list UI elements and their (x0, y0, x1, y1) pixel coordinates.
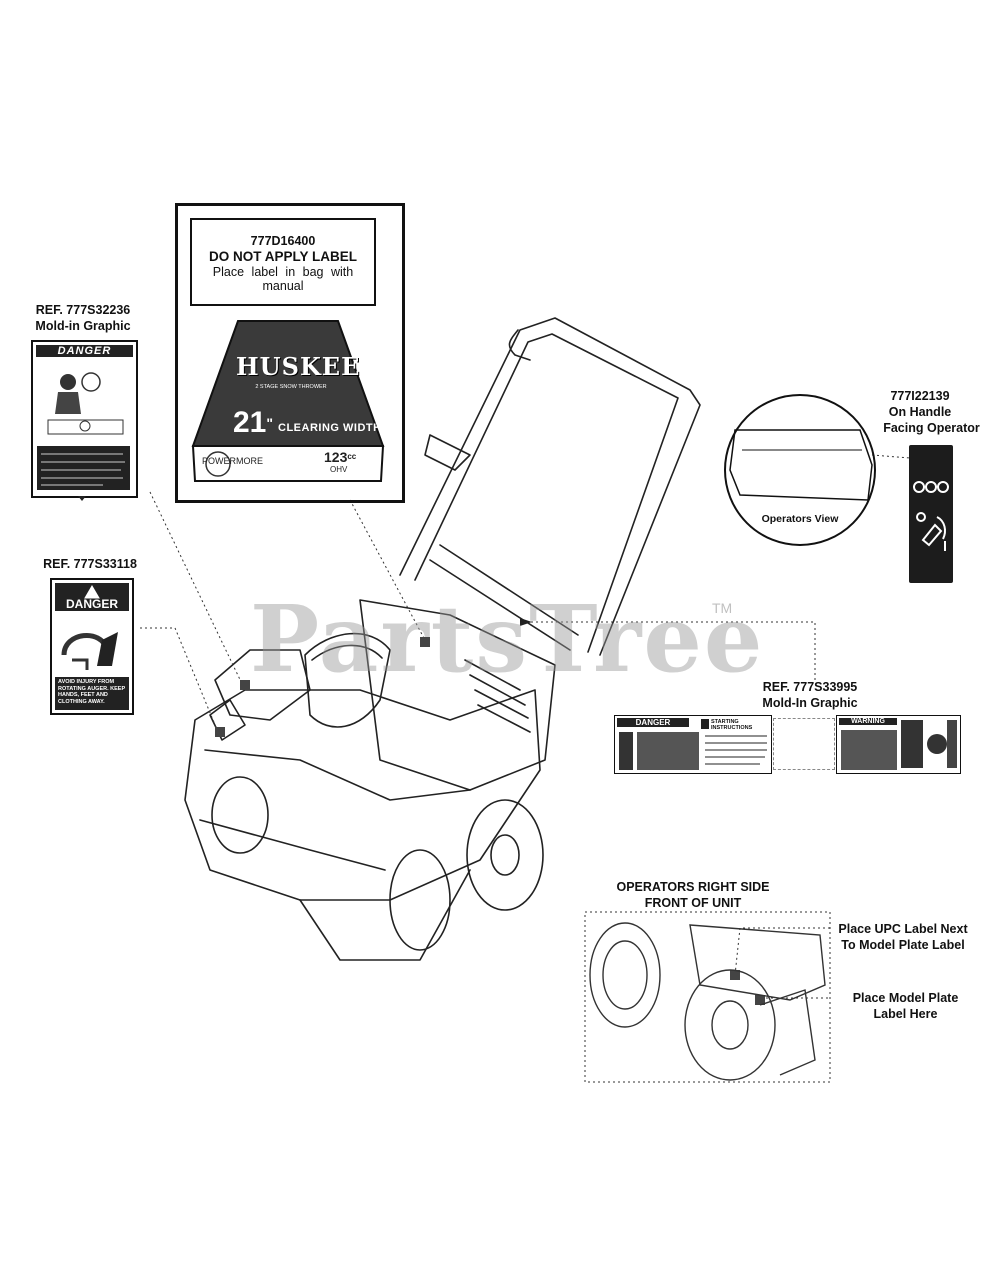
upc-label-line1: Place UPC Label Next (838, 922, 968, 936)
right-mid-instructions: STARTING INSTRUCTIONS (711, 719, 753, 731)
left-top-pictogram (37, 372, 130, 490)
right-wheel (466, 799, 544, 911)
operators-view-text: Operators View (761, 513, 839, 525)
handle-decal (909, 445, 953, 583)
main-label-code: 777D16400 (250, 234, 316, 248)
huskee-decal-graphic (191, 320, 385, 482)
width-unit: " (266, 415, 274, 431)
tagline: 2 STAGE SNOW THROWER (255, 384, 327, 390)
instruction-line-2: manual (262, 279, 304, 293)
left-top-sub: Mold-in Graphic (35, 319, 131, 333)
right-mid-decal-right: WARNING (836, 715, 961, 774)
engine-cc-number: 123 (324, 449, 348, 465)
left-top-ref: REF. 777S32236 (35, 303, 131, 317)
auger-housing (184, 689, 541, 901)
right-mid-decal-left: DANGER STARTING INSTRUCTIONS (614, 715, 772, 774)
right-mid-sub: Mold-In Graphic (762, 696, 858, 710)
handle-grip (424, 434, 471, 471)
detail-view-frame (584, 911, 831, 1083)
detail-title-1: OPERATORS RIGHT SIDE (616, 880, 770, 894)
main-label-frame: 777D16400 DO NOT APPLY LABEL Place label… (175, 203, 405, 503)
right-mid-ref: REF. 777S33995 (762, 680, 858, 694)
leader-lines (140, 454, 911, 1083)
left-wheel (211, 776, 269, 854)
left-mid-body: AVOID INJURY FROM ROTATING AUGER. KEEP H… (58, 679, 126, 705)
right-mid-danger-header: DANGER (617, 718, 689, 727)
handle-magnifier (724, 394, 876, 546)
instruction-line-1: Place label in bag with (212, 265, 354, 279)
handle-line1: On Handle (888, 405, 952, 419)
handle-inner (414, 333, 679, 653)
watermark-tm: TM (712, 600, 733, 616)
left-top-pointer (78, 496, 86, 501)
engine-brand: POWERMORE (202, 456, 264, 466)
do-not-apply-box: 777D16400 DO NOT APPLY LABEL Place label… (190, 218, 376, 306)
handle-code: 777I22139 (890, 389, 950, 403)
engine-cover (359, 599, 556, 791)
handle-outer (399, 317, 701, 656)
clearing-width-text: CLEARING WIDTH (278, 422, 382, 434)
target-dots (215, 637, 765, 1005)
brand-huskee: HUSKEE (236, 352, 361, 381)
watermark: PartsTree (250, 585, 764, 693)
left-mid-decal: DANGER AVOID INJURY FROM ROTATING AUGER.… (50, 578, 134, 715)
right-mid-right-graphic (841, 720, 957, 770)
left-mid-ref: REF. 777S33118 (43, 557, 137, 571)
engine-cc-suffix: cc (347, 452, 357, 461)
detail-title-2: FRONT OF UNIT (644, 896, 742, 910)
right-mid-warning-header: WARNING (839, 718, 897, 725)
handle-decal-icons (913, 481, 949, 551)
model-plate-line2: Label Here (873, 1007, 938, 1021)
right-mid-decal-gap (773, 718, 835, 770)
detail-view-drawing (589, 922, 826, 1081)
handle-line2: Facing Operator (883, 421, 980, 435)
model-plate-line1: Place Model Plate (852, 991, 959, 1005)
do-not-apply-text: DO NOT APPLY LABEL (208, 249, 358, 264)
engine-type: OHV (330, 465, 348, 474)
clearing-width-value: 21" (233, 408, 273, 438)
right-mid-left-graphic (619, 719, 767, 770)
arrow-right-label (520, 618, 532, 626)
snow-thrower-drawing (184, 317, 701, 961)
engine-displacement: 123cc (324, 450, 356, 464)
top-cover (214, 649, 311, 721)
left-top-danger-header: DANGER (36, 345, 133, 357)
watermark-text: PartsTree (250, 585, 765, 693)
left-top-decal: DANGER (31, 340, 138, 498)
width-number: 21 (233, 406, 267, 439)
upc-label-line2: To Model Plate Label (841, 938, 965, 952)
discharge-chute (304, 632, 391, 728)
left-mid-pictogram (55, 585, 129, 710)
